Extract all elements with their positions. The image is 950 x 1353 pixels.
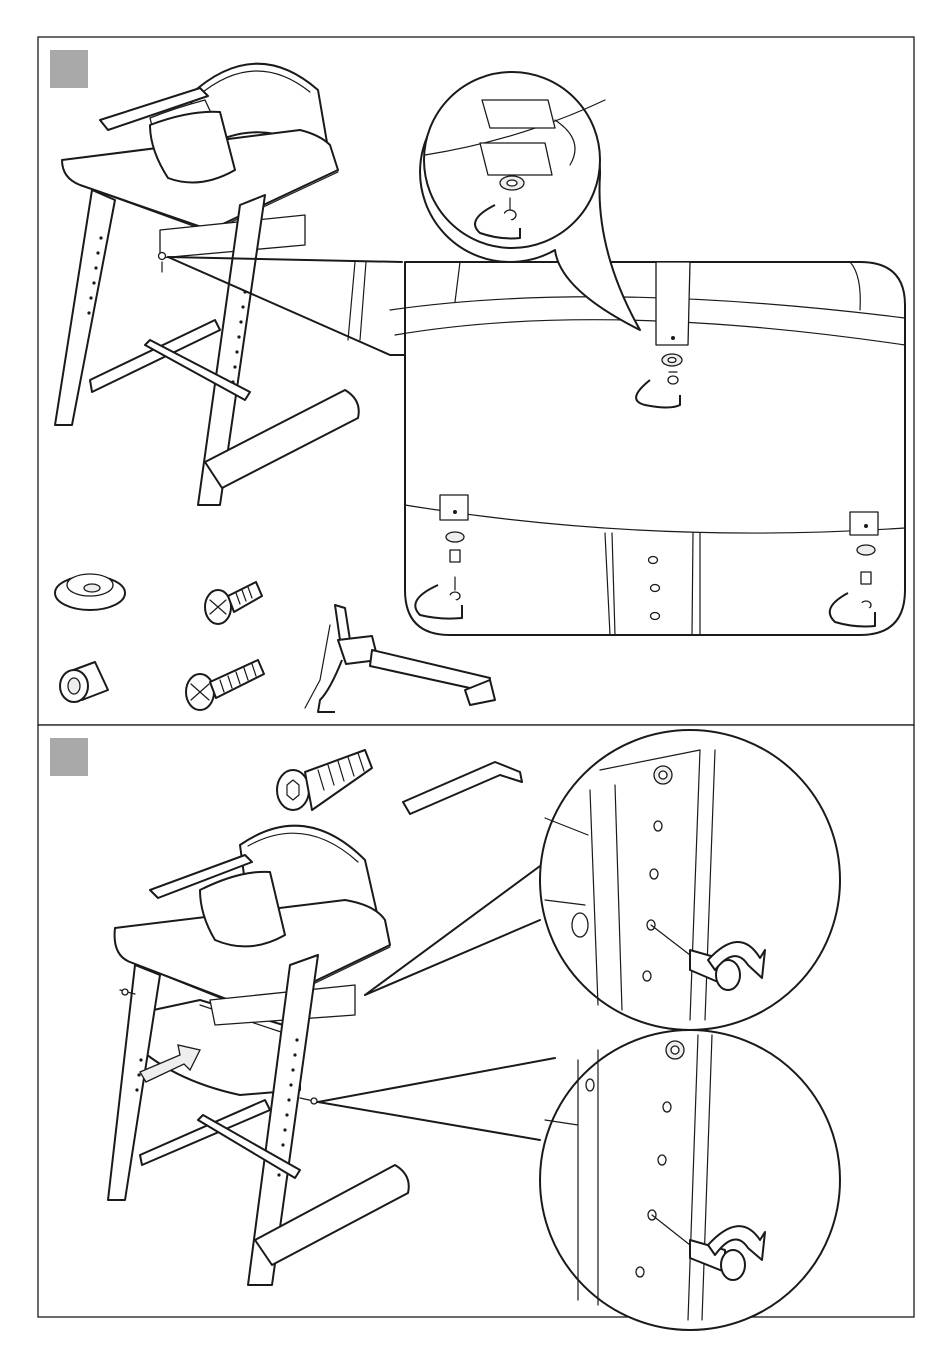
step-1-panel [38,37,914,725]
step-1-badge [50,50,88,88]
step-2-badge [50,738,88,776]
step-2-panel [38,725,914,1330]
